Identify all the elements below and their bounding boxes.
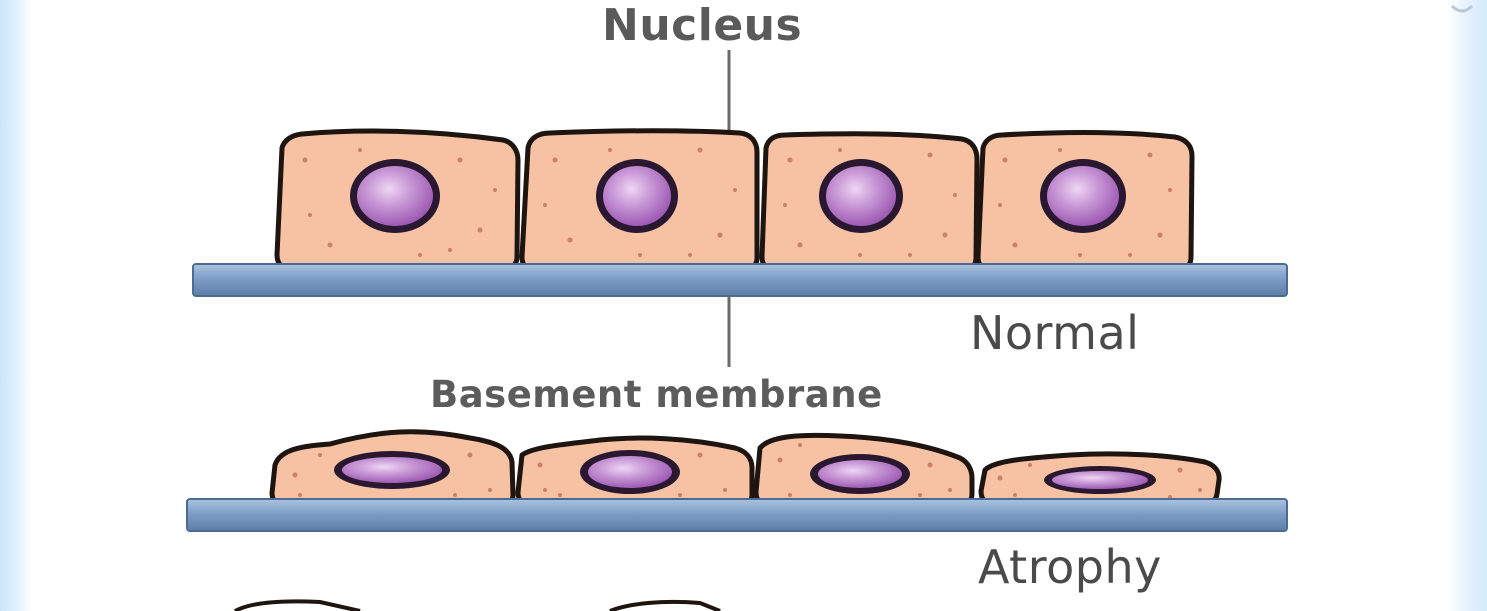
corner-chevron-icon — [1452, 6, 1472, 11]
cropped-cell-outline-2 — [610, 602, 720, 611]
label-normal: Normal — [970, 306, 1139, 360]
normal-cell-2 — [522, 131, 757, 270]
label-atrophy: Atrophy — [978, 540, 1162, 594]
normal-cell-1 — [277, 131, 518, 269]
atrophic-cell-2 — [518, 438, 752, 505]
atrophic-cell-1 — [272, 432, 513, 505]
cropped-cell-outline-1 — [235, 601, 360, 611]
normal-basement-membrane — [193, 264, 1287, 296]
normal-cell-3 — [762, 134, 977, 270]
label-basement-membrane: Basement membrane — [430, 373, 883, 416]
atrophy-basement-membrane — [187, 499, 1287, 531]
atrophic-cell-4 — [981, 454, 1219, 504]
normal-cell-4 — [978, 133, 1192, 270]
label-nucleus: Nucleus — [602, 0, 802, 51]
